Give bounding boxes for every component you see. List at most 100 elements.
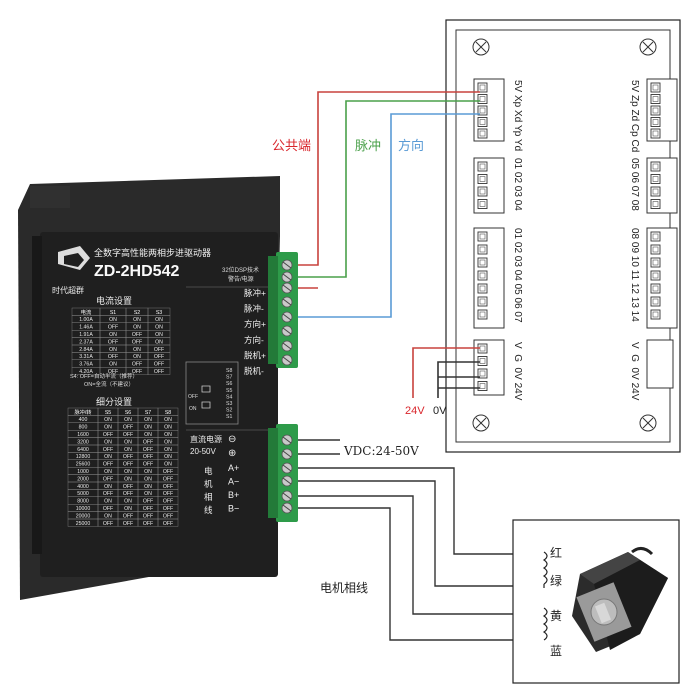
table-cell-text: OFF xyxy=(123,425,133,431)
table-cell-text: ON xyxy=(133,354,141,360)
controller-label-row2-left: 01 02 03 04 xyxy=(512,158,523,211)
dip-switch-label: S3 xyxy=(226,401,232,407)
table-cell-text: ON xyxy=(104,439,112,445)
table-cell-text: 400 xyxy=(79,417,88,423)
motor-terminal-label: B+ xyxy=(228,490,239,500)
common-wire xyxy=(298,91,480,266)
table-cell-text: S6 xyxy=(125,410,131,416)
table-cell xyxy=(147,367,171,375)
table-cell-text: OFF xyxy=(132,369,142,375)
table-cell-text: OFF xyxy=(163,513,173,519)
controller-board: 5V Xp Xd Yp Yd 01 02 03 04 01 02 03 04 0… xyxy=(445,19,681,453)
table-cell-text: OFF xyxy=(123,432,133,438)
connector-pin xyxy=(477,105,488,116)
table-cell-text: ON xyxy=(144,417,152,423)
table-cell-text: S3 xyxy=(156,310,162,316)
table-cell-text: OFF xyxy=(103,462,113,468)
dc-minus-symbol: ⊖ xyxy=(228,434,236,445)
power-motor-terminal-block[interactable] xyxy=(268,424,298,522)
empty-connector xyxy=(646,339,674,389)
table-cell-text: OFF xyxy=(143,439,153,445)
connector-pin xyxy=(650,105,661,116)
table-cell-text: 1.46A xyxy=(79,325,93,331)
connector-pin-inner xyxy=(479,311,486,318)
motor-phase-char: 机 xyxy=(204,479,213,489)
table-cell-text: ON xyxy=(124,439,132,445)
signal-terminal-label: 方向- xyxy=(244,335,264,345)
motor-phase-char: 相 xyxy=(204,492,213,502)
table-cell-text: OFF xyxy=(123,462,133,468)
stepper-motor-box: 红 绿 黄 蓝 xyxy=(512,519,680,684)
table-cell-text: ON xyxy=(124,476,132,482)
stepper-motor-icon xyxy=(572,547,668,652)
screw-slot xyxy=(282,273,292,281)
table-cell-text: OFF xyxy=(143,462,153,468)
table-cell-text: OFF xyxy=(143,447,153,453)
connector-pin xyxy=(650,283,661,294)
connector-pin-inner xyxy=(652,272,659,279)
stepper-driver: 时代超群 全数字高性能两相步进驱动器 ZD-2HD542 32位DSP技术 警告… xyxy=(18,176,280,600)
table-cell-text: OFF xyxy=(154,347,164,353)
signal-terminal-block[interactable] xyxy=(268,252,298,368)
table-cell-text: ON xyxy=(104,469,112,475)
connector-pin xyxy=(650,296,661,307)
table-cell-text: OFF xyxy=(143,499,153,505)
table-cell-text: ON xyxy=(144,425,152,431)
table-cell-text: OFF xyxy=(143,513,153,519)
table-cell-text: OFF xyxy=(163,476,173,482)
power-0v-wire xyxy=(437,361,480,398)
table-cell-text: 电流 xyxy=(81,308,91,316)
table-cell-text: 1000 xyxy=(77,469,89,475)
driver-title-cn: 全数字高性能两相步进驱动器 xyxy=(94,247,211,258)
table-cell-text: ON xyxy=(124,417,132,423)
connector-pin-inner xyxy=(479,176,486,182)
dip-switch-label: S1 xyxy=(226,414,232,420)
dip-switch-label: S8 xyxy=(226,368,232,374)
controller-label-row1-left: 5V Xp Xd Yp Yd xyxy=(512,80,523,151)
signal-terminal-label: 脱机+ xyxy=(244,350,266,360)
table-cell-text: OFF xyxy=(103,447,113,453)
table-cell-text: ON xyxy=(104,484,112,490)
table-cell-text: ON xyxy=(124,506,132,512)
table-cell-text: ON xyxy=(109,347,117,353)
screw-slot xyxy=(282,284,292,292)
motor-phase-char: 线 xyxy=(204,505,213,515)
label-common: 公共端 xyxy=(272,138,311,153)
table-cell-text: ON xyxy=(164,425,172,431)
table-cell-text: ON xyxy=(104,425,112,431)
connector-pin-inner xyxy=(479,201,486,207)
s4-note-1: S4: OFF=自动半流（推荐） xyxy=(70,372,138,380)
table-cell-text: OFF xyxy=(123,521,133,527)
screw-slot xyxy=(282,464,292,472)
table-cell-text: OFF xyxy=(103,491,113,497)
screw-slot xyxy=(282,313,292,321)
screw-slot xyxy=(282,504,292,512)
connector-pin-inner xyxy=(652,311,659,318)
dip-switch-label: S4 xyxy=(226,394,232,400)
screw-icon xyxy=(472,414,490,432)
connector-pin-inner xyxy=(652,285,659,292)
table-cell-text: S2 xyxy=(134,310,140,316)
table-cell-text: 8000 xyxy=(77,499,89,505)
screw-slot xyxy=(282,298,292,306)
connector-pin-inner xyxy=(479,84,486,91)
table-cell-text: OFF xyxy=(154,362,164,368)
table-cell-text: OFF xyxy=(132,339,142,345)
table-cell-text: OFF xyxy=(143,506,153,512)
label-pulse: 脉冲 xyxy=(355,138,381,153)
connector-pin-inner xyxy=(479,259,486,266)
wire-color-red: 红 xyxy=(550,545,562,560)
connector-pin-inner xyxy=(652,233,659,240)
brand-logo: 时代超群 xyxy=(52,246,90,295)
table-cell-text: 1.00A xyxy=(79,317,93,323)
table-cell-text: 12800 xyxy=(76,454,91,460)
table-cell-text: ON xyxy=(164,454,172,460)
connector-pin xyxy=(650,94,661,104)
screw-slot xyxy=(282,477,292,485)
table-cell-text: 25000 xyxy=(76,521,91,527)
connector-pin xyxy=(477,296,488,307)
table-cell-text: ON xyxy=(155,317,163,323)
screw-slot xyxy=(282,450,292,458)
